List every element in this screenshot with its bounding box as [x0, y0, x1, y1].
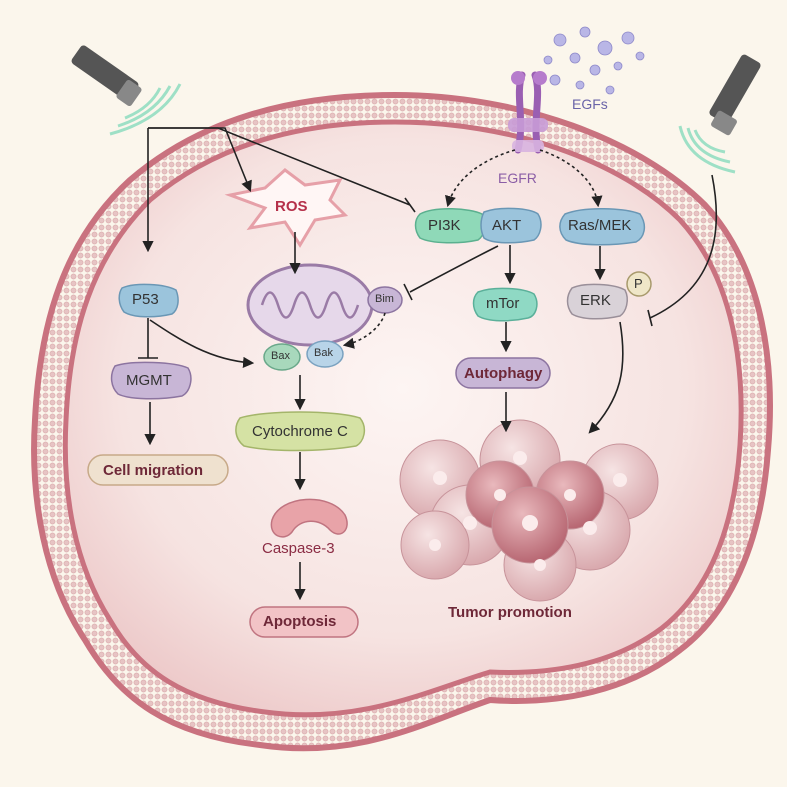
tumor-promotion-label: Tumor promotion	[448, 604, 572, 621]
akt-node	[480, 207, 542, 244]
ultrasound-probe-icon	[71, 45, 142, 106]
autophagy-node	[455, 357, 551, 389]
pathway-arrows	[138, 127, 718, 601]
mgmt-node	[110, 361, 192, 400]
caspase-enzyme-icon	[270, 498, 348, 538]
bax-node	[263, 343, 301, 371]
cell-migration-label: Cell migration	[103, 462, 204, 479]
autophagy-label: Autophagy	[464, 365, 543, 382]
caspase-3-label: Caspase-3	[262, 540, 335, 557]
mitochondrion-icon	[246, 263, 374, 347]
akt-label: AKT	[492, 217, 522, 234]
p53-node	[118, 283, 179, 318]
cytochrome-c-node	[235, 411, 366, 452]
mtor-node	[472, 287, 538, 322]
mtor-label: mTor	[486, 295, 520, 312]
pi3k-node	[414, 207, 486, 244]
cytochrome-c-label: Cytochrome C	[252, 423, 348, 440]
ros-star	[224, 168, 349, 248]
bak-label: Bak	[314, 347, 333, 359]
pi3k-label: PI3K	[428, 217, 461, 234]
ras-mek-node	[559, 207, 646, 246]
egf-ligand-icon	[543, 26, 645, 95]
egfr-label: EGFR	[498, 170, 537, 186]
ras-mek-label: Ras/MEK	[568, 217, 632, 234]
erk-node	[566, 283, 628, 320]
cell-migration-node	[87, 454, 229, 486]
erk-label: ERK	[580, 292, 611, 309]
phospho-node	[626, 271, 652, 297]
tumor-cell-cluster-icon	[399, 419, 659, 602]
apoptosis-label: Apoptosis	[263, 613, 337, 630]
ultrasound-probe-icon	[709, 54, 761, 136]
egf-receptor-icon	[508, 71, 548, 154]
cytoplasm	[62, 119, 744, 718]
signal-wave-icon	[678, 125, 736, 174]
phospho-label: P	[634, 276, 643, 291]
bak-node	[306, 340, 344, 368]
mgmt-label: MGMT	[126, 372, 172, 389]
ros-label: ROS	[275, 198, 308, 215]
bim-label: Bim	[375, 293, 394, 305]
egfs-label: EGFs	[572, 96, 608, 112]
apoptosis-node	[249, 606, 359, 638]
signal-wave-icon	[109, 83, 182, 136]
bax-label: Bax	[271, 350, 290, 362]
p53-label: P53	[132, 291, 159, 308]
